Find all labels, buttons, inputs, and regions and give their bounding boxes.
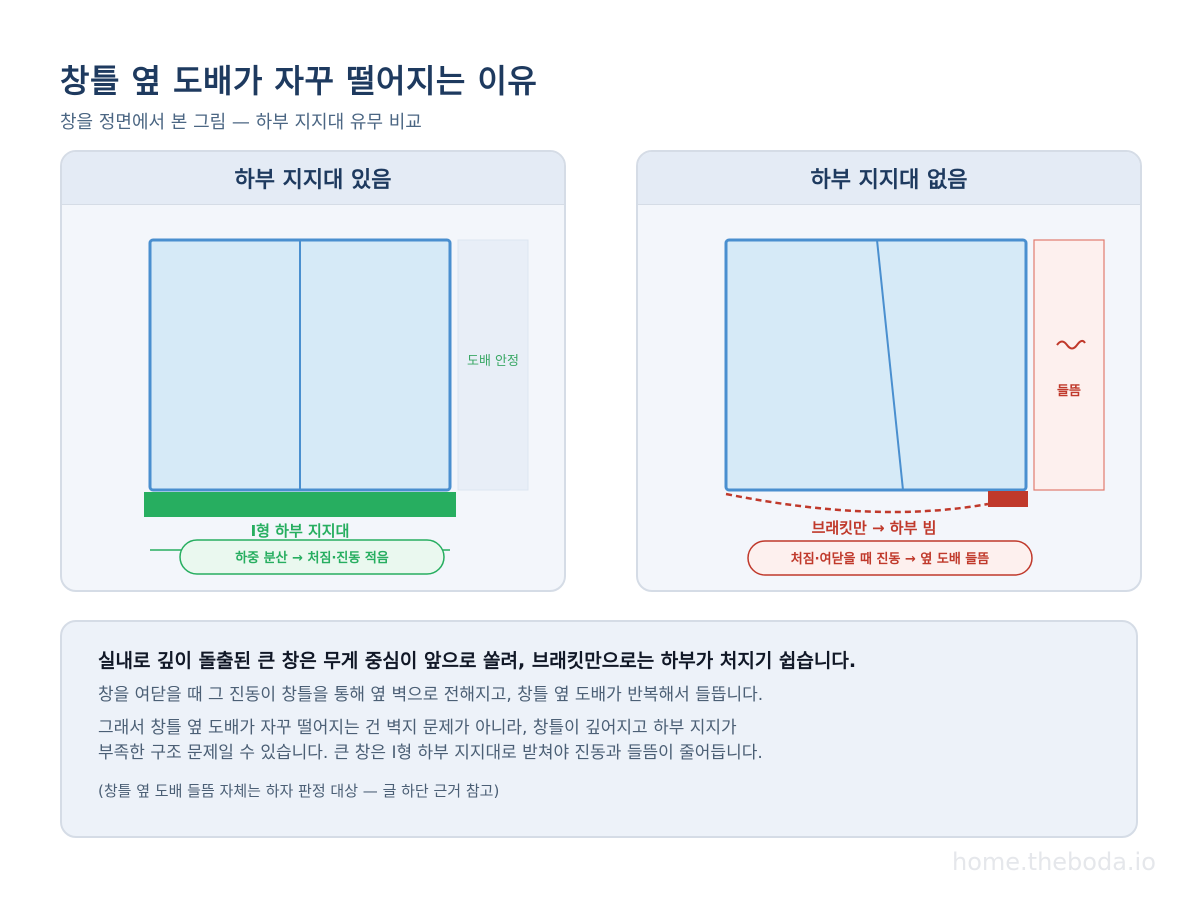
explanation-footnote: (창틀 옆 도배 들뜸 자체는 하자 판정 대상 — 글 하단 근거 참고): [98, 782, 500, 800]
result-pill-text: 처짐·여닫을 때 진동 → 옆 도배 들뜸: [791, 551, 990, 567]
result-pill-text: 하중 분산 → 처짐·진동 적음: [235, 550, 389, 566]
explanation-lead: 실내로 깊이 돌출된 큰 창은 무게 중심이 앞으로 쏠려, 브래킷만으로는 하…: [98, 650, 857, 672]
wall-wallpaper: [457, 239, 529, 491]
diagram-without-support: 들뜸 브래킷만 → 하부 빔 처짐·여닫을 때 진동 → 옆 도배 들뜸: [724, 238, 1105, 576]
panel-heading: 하부 지지대 있음: [62, 152, 564, 205]
wall-label: 들뜸: [1057, 384, 1081, 399]
page-subtitle: 창을 정면에서 본 그림 — 하부 지지대 유무 비교: [60, 112, 422, 133]
panel-without-support: 하부 지지대 없음 들뜸 브래킷만 → 하부 빔 처짐·여닫을 때 진동 → 옆…: [636, 150, 1142, 592]
window-divider-tilted: [876, 239, 904, 491]
page-title: 창틀 옆 도배가 자꾸 떨어지는 이유: [60, 62, 538, 100]
panel-with-support: 하부 지지대 있음 도배 안정 I형 하부 지지대 하중 분산 → 처짐·진동 …: [60, 150, 566, 592]
i-beam-support: [144, 492, 456, 517]
window-frame: [724, 238, 1028, 492]
gap-label: 브래킷만 → 하부 빔: [812, 519, 937, 537]
sagging-line: [725, 492, 989, 514]
explanation-line: 부족한 구조 문제일 수 있습니다. 큰 창은 I형 하부 지지대로 받쳐야 진…: [98, 743, 763, 763]
wall-wallpaper-peeling: [1033, 239, 1105, 491]
peeling-wave-icon: [1056, 339, 1086, 350]
explanation-box: 실내로 깊이 돌출된 큰 창은 무게 중심이 앞으로 쏠려, 브래킷만으로는 하…: [60, 620, 1138, 838]
diagram-with-support: 도배 안정 I형 하부 지지대 하중 분산 → 처짐·진동 적음: [144, 238, 529, 575]
explanation-line: 그래서 창틀 옆 도배가 자꾸 떨어지는 건 벽지 문제가 아니라, 창틀이 깊…: [98, 718, 737, 738]
support-label: I형 하부 지지대: [251, 522, 350, 540]
watermark: home.theboda.io: [952, 848, 1156, 876]
explanation-line: 창을 여닫을 때 그 진동이 창틀을 통해 옆 벽으로 전해지고, 창틀 옆 도…: [98, 685, 764, 705]
bracket: [988, 491, 1028, 507]
result-pill: [179, 539, 445, 575]
panel-heading: 하부 지지대 없음: [638, 152, 1140, 205]
result-pill: [747, 540, 1033, 576]
wall-label: 도배 안정: [467, 354, 519, 369]
